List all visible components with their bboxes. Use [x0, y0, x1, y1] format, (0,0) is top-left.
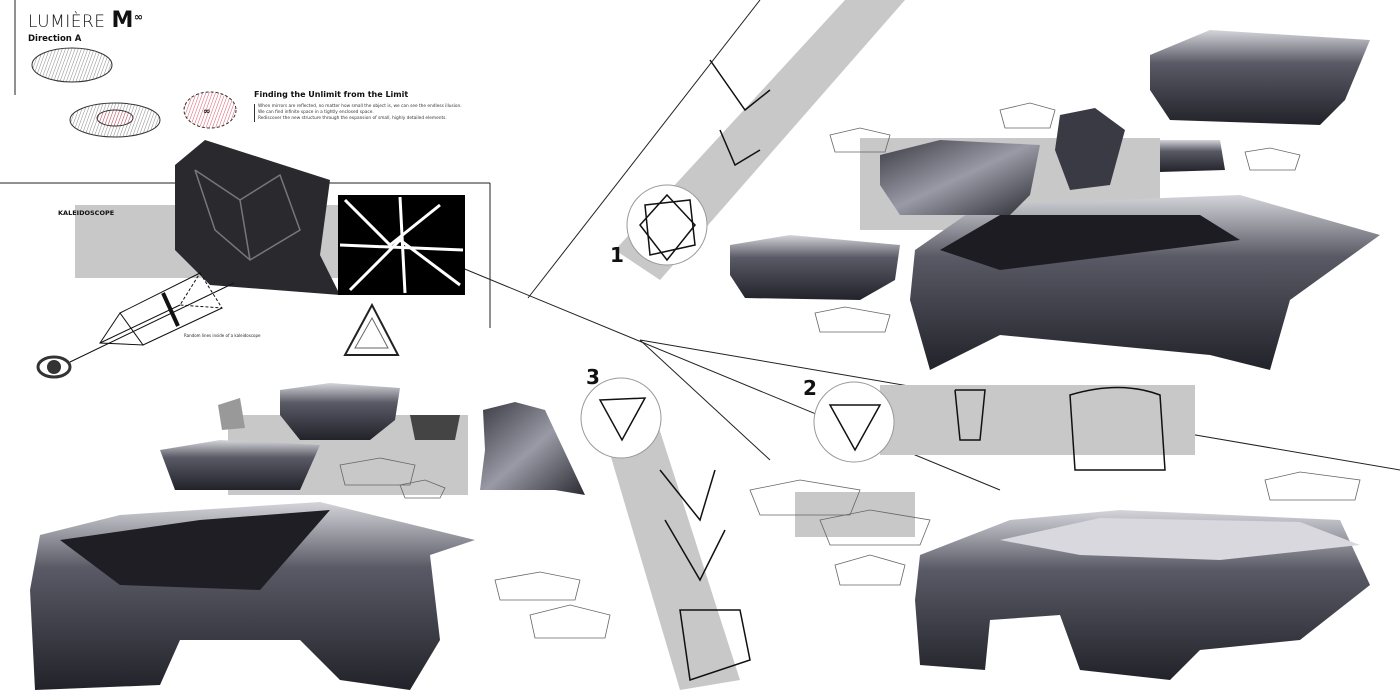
kaleidoscope-caption: Random lines inside of a kaleidoscope — [184, 333, 261, 338]
direction-number-1: 1 — [610, 243, 624, 267]
brand-mark: M — [111, 8, 134, 33]
line-sketches — [339, 102, 1361, 639]
direction-subtitle: Direction A — [28, 34, 82, 44]
car-renderings — [30, 30, 1380, 690]
kaleidoscope-dark-image — [175, 140, 340, 295]
concept-heading: Finding the Unlimit from the Limit — [254, 90, 409, 99]
kaleidoscope-label: KALEIDOSCOPE — [58, 209, 115, 217]
prism-diagram — [69, 272, 235, 363]
direction-number-2: 2 — [803, 376, 817, 400]
brand-name: LUMIÈRE — [28, 12, 106, 32]
concept-line: Rediscover the new structure through the… — [258, 116, 447, 121]
direction-circles — [580, 184, 895, 463]
brand-logo: LUMIÈRE M∞ — [28, 8, 144, 33]
brand-superscript: ∞ — [133, 10, 144, 24]
svg-text:∞: ∞ — [203, 107, 211, 117]
concept-sketches: ∞ — [31, 47, 237, 138]
concept-body: When mirrors are reflected, no matter ho… — [254, 104, 462, 122]
eye-icon — [36, 355, 72, 379]
direction-number-3: 3 — [586, 365, 600, 389]
concept-line: We can find infinite space in a tightly … — [258, 110, 374, 115]
concept-line: When mirrors are reflected, no matter ho… — [258, 104, 462, 109]
